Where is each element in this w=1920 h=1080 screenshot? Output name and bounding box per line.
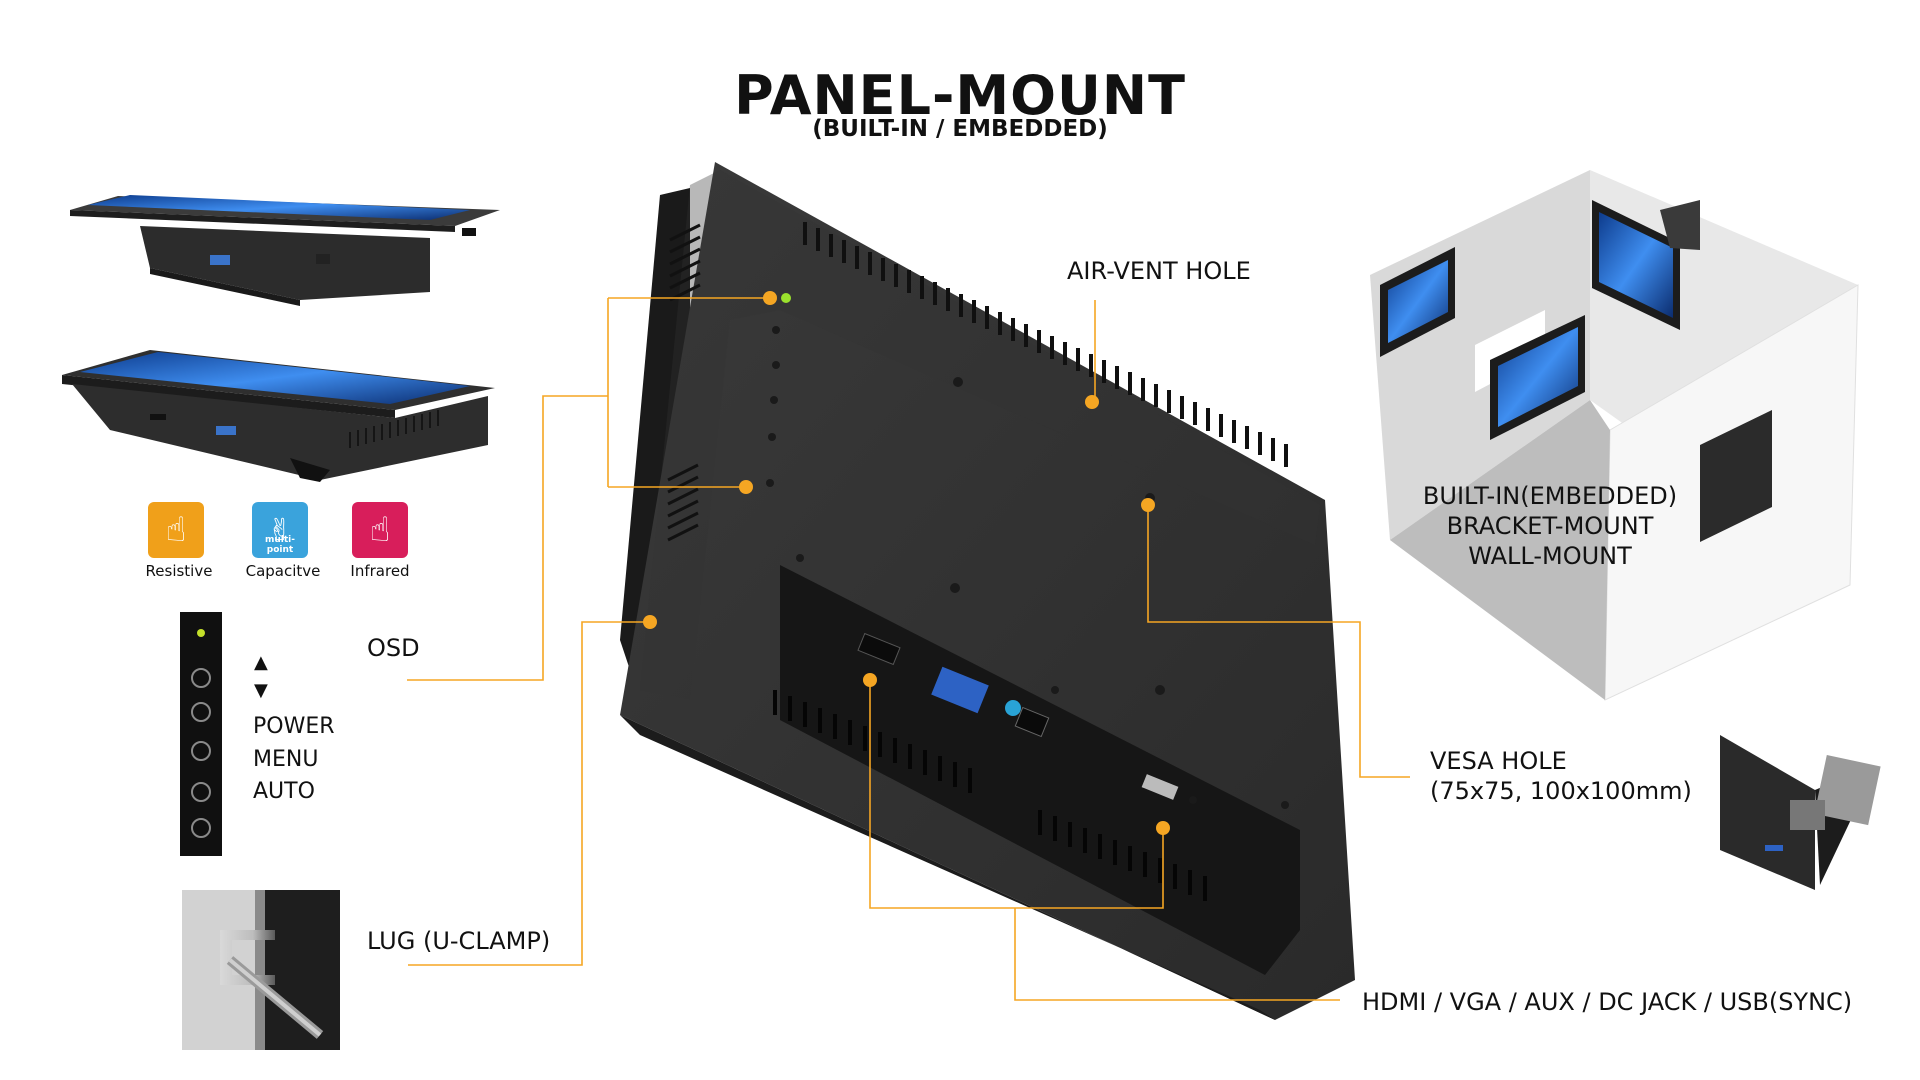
- callout-dots: [643, 291, 1170, 835]
- lug-clamp-photo: [182, 890, 340, 1050]
- mount-cube-illustration: [1370, 170, 1859, 701]
- callout-air-vent: AIR-VENT HOLE: [1067, 257, 1251, 285]
- osd-item-auto: AUTO: [253, 779, 315, 804]
- callout-ports: HDMI / VGA / AUX / DC JACK / USB(SYNC): [1362, 988, 1853, 1016]
- touch-label-resistive: Resistive: [145, 562, 213, 580]
- callout-vesa: VESA HOLE (75x75, 100x100mm): [1430, 746, 1692, 806]
- callout-lug: LUG (U-CLAMP): [367, 927, 551, 955]
- page-subtitle: (BUILT-IN / EMBEDDED): [812, 116, 1108, 142]
- multi-touch-hand-icon: ✌ multi-point: [252, 502, 308, 558]
- osd-item-power: POWER: [253, 714, 335, 739]
- touch-icon-infrared: ☝: [352, 502, 408, 558]
- bracket-monitor-photo: [1720, 735, 1881, 890]
- multi-point-badge: multi-point: [265, 535, 295, 555]
- callout-osd: OSD: [367, 634, 420, 662]
- callout-vesa-line2: (75x75, 100x100mm): [1430, 777, 1692, 805]
- page-title: PANEL-MOUNT: [734, 64, 1186, 127]
- monitor-thumbnail-bottom: [62, 350, 495, 482]
- up-triangle-icon: ▲: [254, 652, 268, 673]
- osd-button-strip: [180, 612, 222, 856]
- down-triangle-icon: ▼: [254, 680, 268, 701]
- touch-icon-resistive: ☝: [148, 502, 204, 558]
- callout-lines: [407, 297, 1410, 1001]
- touch-label-capacitive: Capacitve: [245, 562, 321, 580]
- monitor-thumbnail-top: [70, 195, 500, 306]
- callout-vesa-line1: VESA HOLE: [1430, 747, 1567, 775]
- mount-type-builtin: BUILT-IN(EMBEDDED): [1422, 482, 1678, 510]
- mount-types: BUILT-IN(EMBEDDED) BRACKET-MOUNT WALL-MO…: [1400, 481, 1700, 571]
- touch-label-infrared: Infrared: [350, 562, 410, 580]
- touch-icon-capacitive: ✌ multi-point: [252, 502, 308, 558]
- osd-item-menu: MENU: [253, 747, 319, 772]
- mount-type-wall: WALL-MOUNT: [1468, 542, 1632, 570]
- crosshair-hand-icon: ☝: [352, 502, 408, 558]
- monitor-back-main: [620, 162, 1355, 1020]
- pointing-hand-icon: ☝: [148, 502, 204, 558]
- mount-type-bracket: BRACKET-MOUNT: [1446, 512, 1654, 540]
